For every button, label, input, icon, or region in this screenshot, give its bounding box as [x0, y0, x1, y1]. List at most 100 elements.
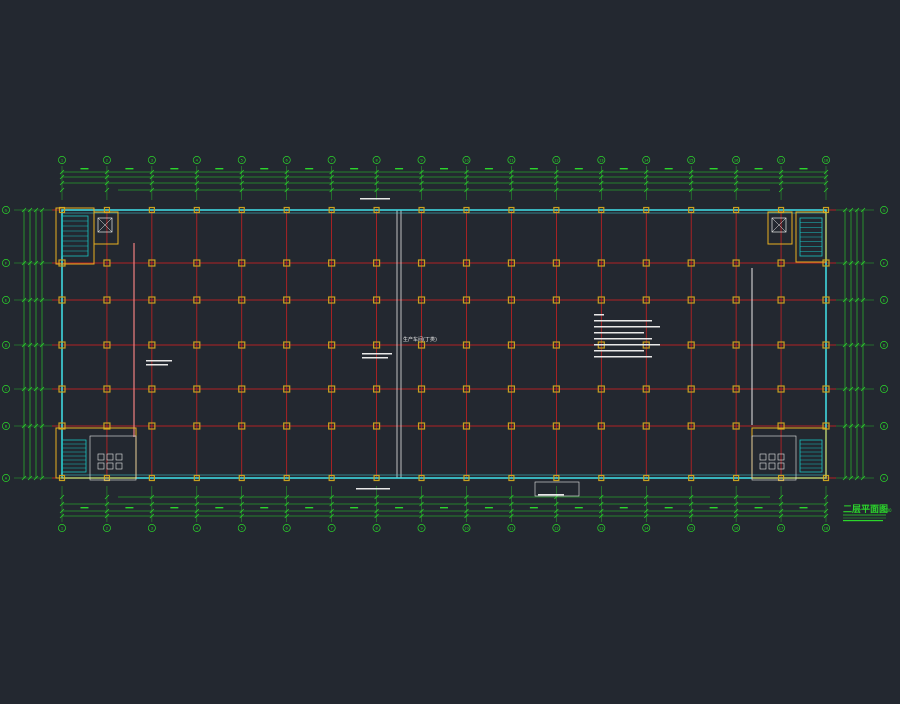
column: [193, 259, 201, 267]
axis-label-top: 16: [734, 159, 739, 163]
column: [238, 296, 246, 304]
dim-text-top: [619, 168, 628, 170]
dim-text-top: [170, 168, 179, 170]
axis-label-left: D: [5, 344, 8, 348]
column: [328, 296, 336, 304]
axis-bubble-right: [880, 422, 888, 430]
dim-text-top: [709, 168, 718, 170]
axis-label-right: E: [883, 299, 886, 303]
axis-label-top: 12: [554, 159, 559, 163]
column: [58, 341, 66, 349]
axis-bubble-bottom: [777, 524, 786, 532]
column: [777, 385, 785, 393]
axis-label-right: D: [883, 344, 886, 348]
column: [417, 385, 426, 393]
column: [328, 422, 336, 430]
column: [687, 341, 695, 349]
column: [642, 422, 650, 430]
axis-label-top: 9: [420, 159, 423, 163]
column: [417, 259, 426, 267]
column: [417, 422, 426, 430]
axis-bubble-top: [58, 156, 66, 164]
axis-bubble-top: [327, 156, 336, 164]
axis-label-right: G: [883, 209, 886, 213]
dim-text-bottom: [170, 507, 179, 509]
axis-label-left: E: [5, 299, 8, 303]
column: [508, 206, 515, 214]
axis-bubble-left: [2, 296, 10, 304]
dim-text-top: [529, 168, 538, 170]
core-frame: [795, 211, 827, 263]
wall-outline: [61, 209, 827, 479]
column: [732, 259, 740, 267]
axis-label-top: 7: [330, 159, 332, 163]
dim-text-bottom: [125, 507, 134, 509]
column: [643, 206, 650, 214]
axis-bubble-top: [417, 156, 426, 164]
note-text-line: [594, 356, 652, 358]
axis-label-bottom: 4: [196, 527, 199, 531]
column: [642, 259, 650, 267]
axis-bubble-left: [2, 474, 10, 482]
axis-label-left: B: [5, 425, 8, 429]
axis-bubble-top: [462, 156, 471, 164]
axis-bubble-left: [2, 206, 10, 214]
axis-bubble-top: [237, 156, 246, 164]
column: [417, 296, 426, 304]
column: [58, 422, 66, 430]
axis-label-bottom: 8: [375, 527, 378, 531]
toilet-fixture: [777, 453, 785, 461]
axis-bubble-top: [642, 156, 651, 164]
column: [328, 474, 335, 482]
column: [193, 206, 200, 214]
dim-text-bottom: [619, 507, 628, 509]
column: [283, 385, 291, 393]
note-text-line: [843, 520, 883, 522]
column: [552, 341, 560, 349]
column: [642, 296, 650, 304]
column: [508, 474, 515, 482]
column: [328, 385, 336, 393]
axis-label-bottom: 5: [241, 527, 243, 531]
axis-label-left: F: [5, 262, 7, 266]
column: [58, 385, 66, 393]
dim-text-top: [664, 168, 673, 170]
drawing-title: 二层平面图: [843, 504, 888, 515]
column: [552, 259, 560, 267]
exterior-walls: [61, 209, 827, 479]
axis-bubble-bottom: [642, 524, 651, 532]
axis-label-bottom: 12: [554, 527, 559, 531]
column: [597, 296, 605, 304]
axis-bubble-top: [102, 156, 111, 164]
dim-text-bottom: [709, 507, 718, 509]
note-text-line: [594, 344, 660, 346]
column: [463, 206, 470, 214]
elevator-cross: [97, 217, 113, 233]
column: [462, 296, 471, 304]
note-text-line: [146, 364, 168, 366]
column: [687, 259, 695, 267]
axis-bubble-top: [192, 156, 201, 164]
column: [328, 206, 335, 214]
column: [193, 474, 200, 482]
column: [463, 474, 470, 482]
axis-label-left: G: [5, 209, 8, 213]
axis-label-bottom: 17: [779, 527, 784, 531]
axis-label-bottom: 13: [599, 527, 604, 531]
column: [372, 296, 381, 304]
axis-bubble-bottom: [822, 524, 830, 532]
toilet-fixture: [97, 462, 105, 470]
dim-text-bottom: [440, 507, 448, 509]
axis-label-bottom: 18: [824, 527, 829, 531]
axis-label-top: 3: [151, 159, 153, 163]
column: [553, 206, 560, 214]
axis-bubble-left: [2, 341, 10, 349]
column: [103, 296, 111, 304]
column: [193, 296, 201, 304]
column: [597, 422, 605, 430]
note-text-line: [538, 494, 564, 496]
axis-label-left: C: [5, 388, 8, 392]
axis-label-top: 5: [241, 159, 243, 163]
axis-bubble-top: [282, 156, 291, 164]
